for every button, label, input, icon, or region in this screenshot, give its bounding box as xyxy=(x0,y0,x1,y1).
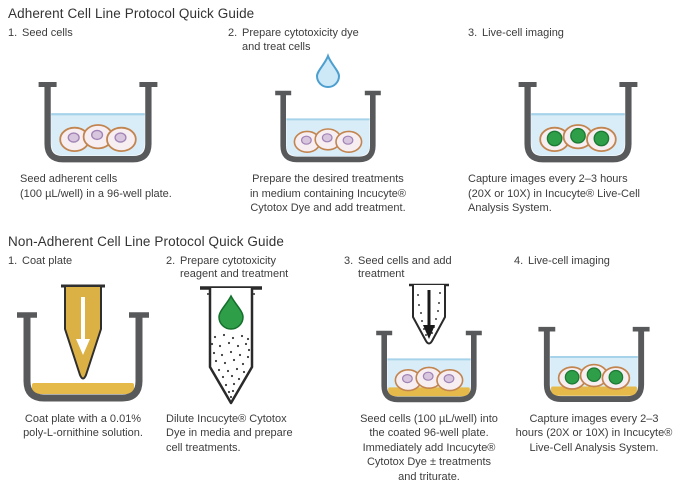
step-prepare-reagent: 2. Prepare cytotoxicity reagent and trea… xyxy=(166,255,296,456)
non-adherent-section-title: Non-Adherent Cell Line Protocol Quick Gu… xyxy=(8,233,284,249)
step-title: Prepare cytotoxicity reagent and treatme… xyxy=(180,254,289,281)
step-label: 2. Prepare cytotoxicity dye and treat ce… xyxy=(228,27,428,55)
adherent-section-title: Adherent Cell Line Protocol Quick Guide xyxy=(8,6,255,21)
step-label: 3. Seed cells and add treatment xyxy=(344,255,514,283)
step-title: Live-cell imaging xyxy=(528,254,610,267)
non-adherent-section: Non-Adherent Cell Line Protocol Quick Gu… xyxy=(8,234,692,485)
step-title: Prepare cytotoxicity dye and treat cells xyxy=(242,27,359,53)
step-illustration xyxy=(344,283,514,405)
step-illustration xyxy=(8,55,188,165)
step-title: Seed cells and add treatment xyxy=(358,254,452,281)
dye-droplet-over-well-icon xyxy=(258,53,398,165)
adherent-section: Adherent Cell Line Protocol Quick Guide … xyxy=(8,6,692,216)
step-live-cell-imaging-non-adherent: 4. Live-cell imaging Capture images ever… xyxy=(514,255,674,456)
reagent-speckles xyxy=(210,333,251,398)
step-caption: Capture images every 2–3 hours (20X or 1… xyxy=(468,173,640,215)
coating-pipette-over-well-icon xyxy=(13,284,153,405)
step-label: 1. Seed cells xyxy=(8,27,188,55)
step-title: Coat plate xyxy=(22,254,73,267)
step-number: 3. xyxy=(344,254,354,267)
step-caption: Seed cells (100 µL/well) into the coated… xyxy=(360,412,498,483)
liquid-droplet-icon xyxy=(315,53,341,88)
green-dye-drop-icon xyxy=(218,293,244,330)
well-with-adherent-cells-icon xyxy=(35,80,161,166)
step-illustration xyxy=(228,53,428,165)
step-illustration xyxy=(8,283,158,405)
step-title: Seed cells xyxy=(22,27,73,39)
step-caption: Prepare the desired treatments in medium… xyxy=(249,173,407,215)
down-arrow-head xyxy=(423,324,435,339)
down-arrow-head xyxy=(76,338,90,355)
step-seed-cells: 1. Seed cells Seed adherent cells (100 µ… xyxy=(8,27,188,201)
step-number: 2. xyxy=(166,254,176,267)
step-label: 3. Live-cell imaging xyxy=(468,27,688,55)
step-seed-and-treat: 3. Seed cells and add treatment xyxy=(344,255,514,485)
step-caption: Coat plate with a 0.01% poly-L-ornithine… xyxy=(23,412,143,440)
step-label: 2. Prepare cytotoxicity reagent and trea… xyxy=(166,255,296,283)
step-caption: Seed adherent cells (100 µL/well) in a 9… xyxy=(20,173,172,200)
step-number: 4. xyxy=(514,254,524,267)
well-with-green-stained-cells-icon xyxy=(515,80,641,166)
step-illustration xyxy=(166,283,296,405)
conical-tube-with-green-dye-icon xyxy=(200,285,262,404)
step-title: Live-cell imaging xyxy=(482,27,564,39)
step-label: 4. Live-cell imaging xyxy=(514,255,674,283)
step-illustration xyxy=(468,55,688,165)
step-number: 3. xyxy=(468,27,478,39)
coated-well-with-green-stained-cells-icon xyxy=(535,325,653,405)
step-caption: Dilute Incucyte® Cytotox Dye in media an… xyxy=(166,412,293,454)
tube-dispensing-into-coated-well-icon xyxy=(359,283,499,405)
step-number: 1. xyxy=(8,254,18,267)
step-label: 1. Coat plate xyxy=(8,255,158,283)
step-number: 2. xyxy=(228,27,238,39)
non-adherent-steps-row: 1. Coat plate Coat plate xyxy=(8,255,692,485)
step-caption: Capture images every 2–3 hours (20X or 1… xyxy=(515,412,673,454)
step-number: 1. xyxy=(8,27,18,39)
step-prepare-dye: 2. Prepare cytotoxicity dye and treat ce… xyxy=(228,27,428,216)
step-illustration xyxy=(514,283,674,405)
adherent-steps-row: 1. Seed cells Seed adherent cells (100 µ… xyxy=(8,27,692,216)
step-coat-plate: 1. Coat plate Coat plate xyxy=(8,255,158,441)
step-live-cell-imaging-adherent: 3. Live-cell imaging Capture images ever… xyxy=(468,27,688,216)
